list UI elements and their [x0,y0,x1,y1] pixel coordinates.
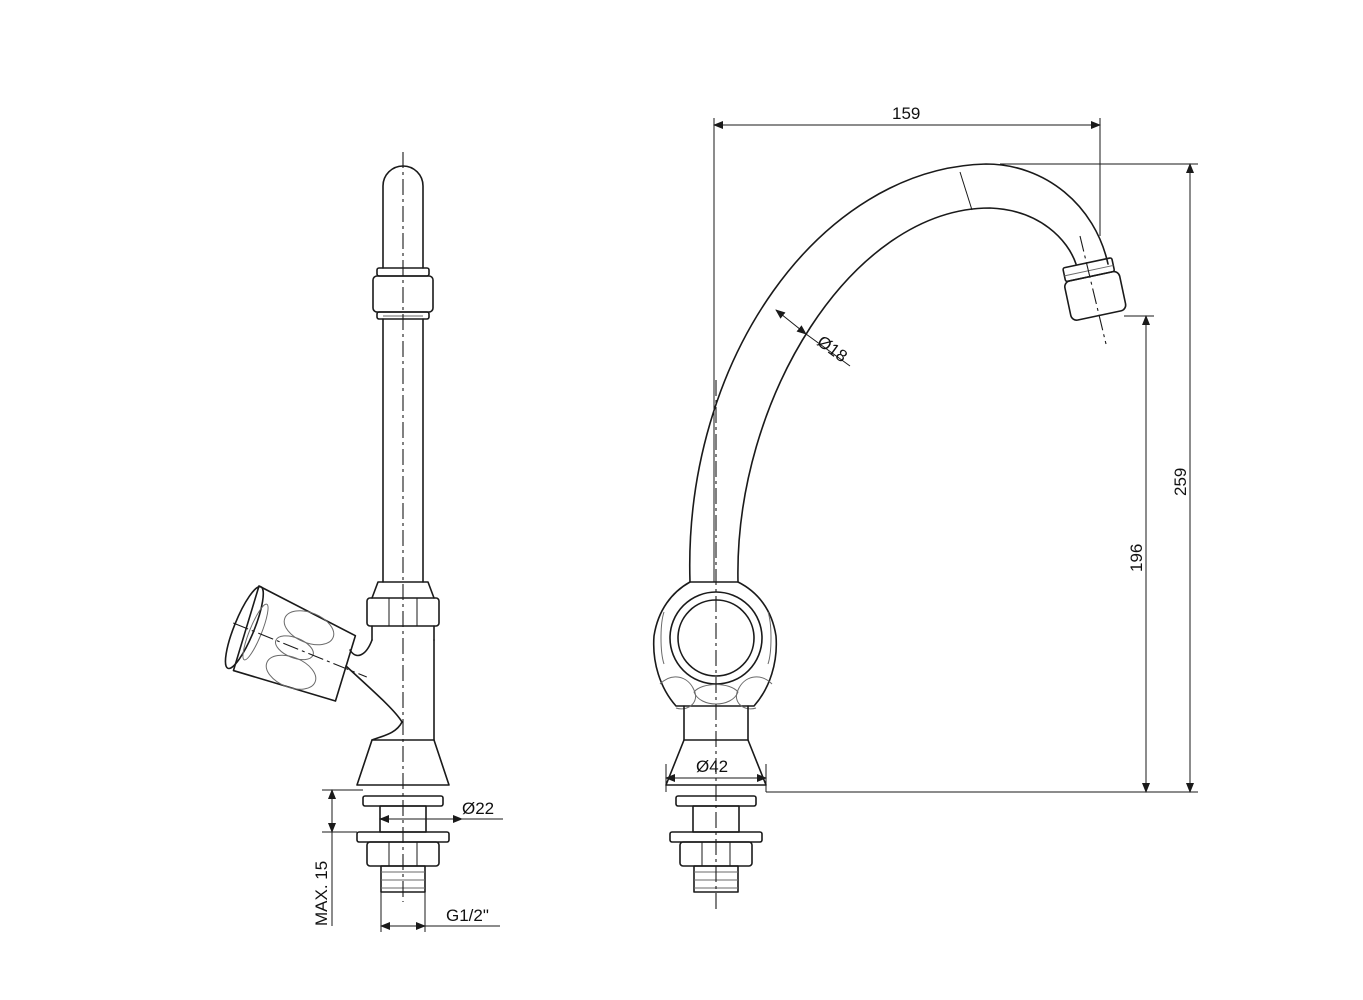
dim-overall-height: 259 [766,163,1198,793]
dim-spout-outlet-height: 196 [1124,315,1154,793]
dim-spout-tube-diameter: Ø18 [775,309,851,367]
mount-diameter-label: Ø22 [462,799,494,818]
dim-thread-size: G1/2" [380,892,500,932]
front-handle [652,581,778,710]
front-spout-inner-edge [737,207,1077,583]
spout-tube-diameter-label: Ø18 [814,332,851,366]
front-spout-seam [959,171,973,211]
max-thickness-label: MAX. 15 [312,861,331,926]
overall-height-label: 259 [1171,468,1190,496]
thread-size-label: G1/2" [446,906,489,925]
side-valve-body [345,639,450,786]
dim-spout-reach: 159 [713,104,1101,582]
side-handle [224,585,367,702]
base-diameter-label: Ø42 [696,757,728,776]
front-spout-outer-edge [689,163,1109,583]
spout-reach-label: 159 [892,104,920,123]
front-view: Ø42 Ø18 159 259 196 [652,104,1198,910]
dim-max-counter-thickness: MAX. 15 [312,789,363,926]
front-aerator [1062,257,1127,321]
spout-outlet-height-label: 196 [1127,544,1146,572]
front-outlet-center-line [1079,235,1107,345]
side-vertical-tube [382,318,424,583]
dim-base-diameter: Ø42 [665,757,767,792]
side-view: Ø22 G1/2" MAX. 15 [224,152,503,932]
dim-mount-diameter: Ø22 [379,799,503,823]
